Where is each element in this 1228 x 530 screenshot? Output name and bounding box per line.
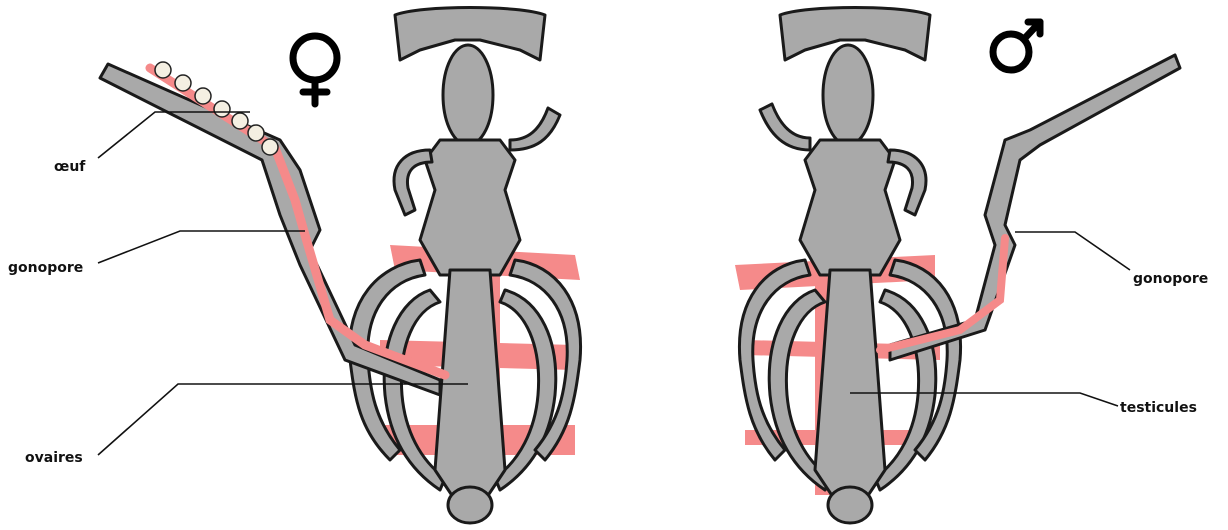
egg — [195, 88, 211, 104]
egg — [175, 75, 191, 91]
label-testes: testicules — [1120, 400, 1197, 416]
egg — [248, 125, 264, 141]
male-specimen: gonopore testicules — [735, 8, 1208, 524]
egg — [232, 113, 248, 129]
label-ovaries: ovaires — [25, 450, 83, 466]
label-female-gonopore: gonopore — [8, 260, 83, 276]
label-male-gonopore: gonopore — [1133, 271, 1208, 287]
male-symbol — [993, 22, 1040, 70]
female-specimen: œuf gonopore ovaires — [8, 8, 581, 524]
male-oviger — [880, 55, 1180, 360]
egg — [262, 139, 278, 155]
egg — [214, 101, 230, 117]
label-egg: œuf — [54, 159, 86, 175]
egg — [155, 62, 171, 78]
female-symbol — [293, 36, 337, 104]
